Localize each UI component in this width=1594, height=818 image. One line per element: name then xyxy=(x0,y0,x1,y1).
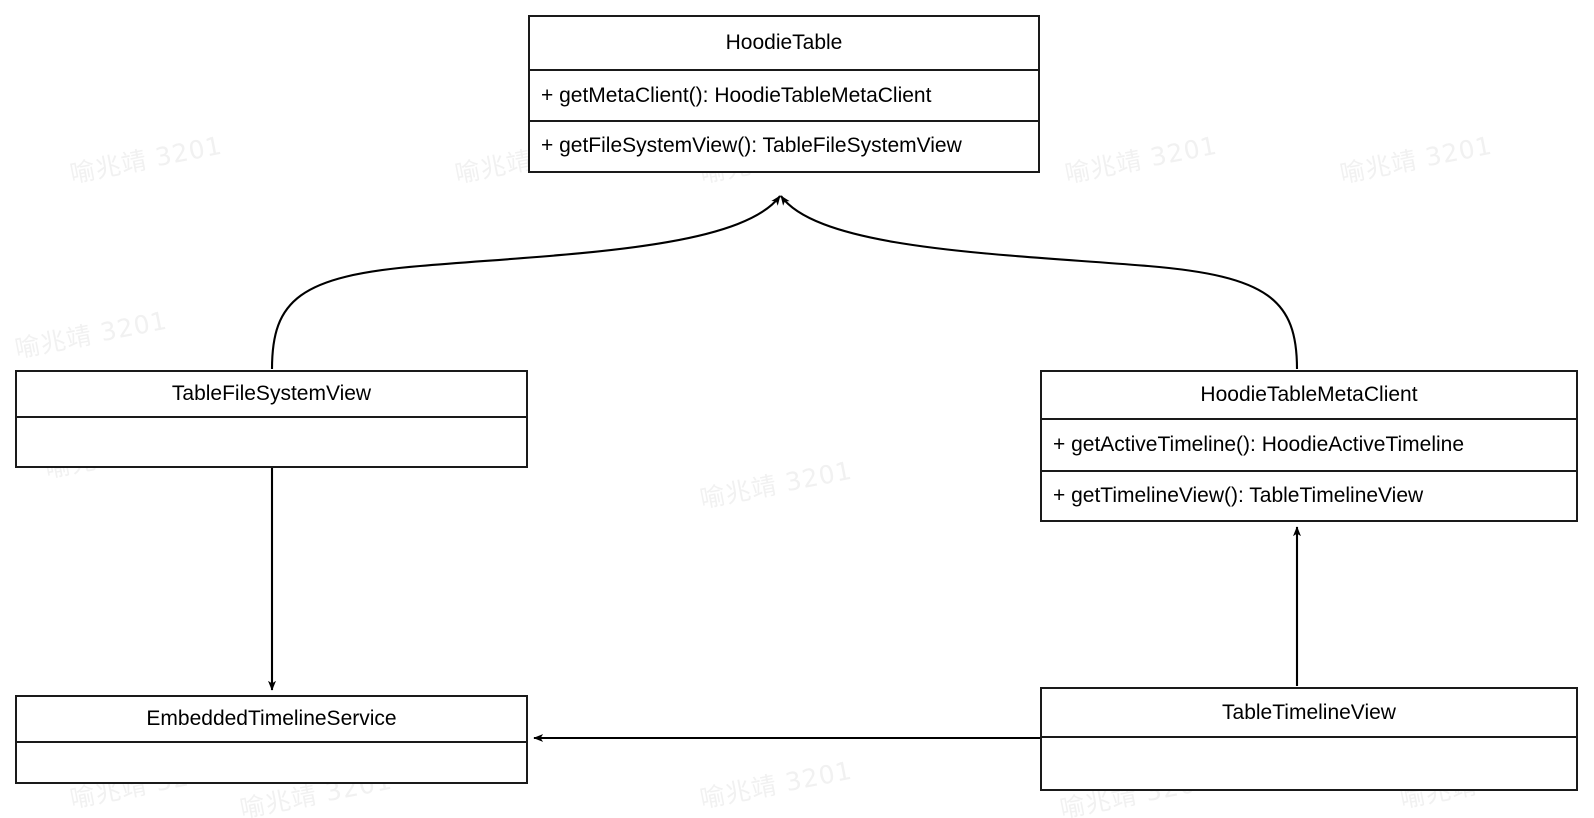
relation-fsview-to-hoodietable xyxy=(270,195,781,370)
class-member: + getActiveTimeline(): HoodieActiveTimel… xyxy=(1053,433,1465,456)
class-empty-compartment xyxy=(17,418,526,466)
class-name-embedded-timeline-service: EmbeddedTimelineService xyxy=(17,697,526,743)
relation-metaclient-to-hoodietable xyxy=(780,195,1299,370)
uml-class-hoodie-table-meta-client[interactable]: HoodieTableMetaClient + getActiveTimelin… xyxy=(1040,370,1578,522)
uml-class-table-timeline-view[interactable]: TableTimelineView xyxy=(1040,687,1578,791)
class-name-hoodie-table-meta-client: HoodieTableMetaClient xyxy=(1042,372,1576,420)
watermark-text: 喻兆靖 3201 xyxy=(1062,130,1220,189)
class-member: + getMetaClient(): HoodieTableMetaClient xyxy=(541,83,932,107)
class-member: + getFileSystemView(): TableFileSystemVi… xyxy=(530,120,1038,169)
class-body-embedded-timeline-service xyxy=(17,743,526,782)
watermark-text: 喻兆靖 3201 xyxy=(697,755,855,814)
uml-class-table-filesystem-view[interactable]: TableFileSystemView xyxy=(15,370,528,468)
class-body-table-filesystem-view xyxy=(17,418,526,466)
class-name-hoodie-table: HoodieTable xyxy=(530,17,1038,71)
watermark-text: 喻兆靖 3201 xyxy=(697,455,855,514)
class-body-hoodie-table: + getMetaClient(): HoodieTableMetaClient… xyxy=(530,71,1038,169)
class-body-table-timeline-view xyxy=(1042,738,1576,789)
class-name-table-timeline-view: TableTimelineView xyxy=(1042,689,1576,738)
uml-class-embedded-timeline-service[interactable]: EmbeddedTimelineService xyxy=(15,695,528,784)
watermark-text: 喻兆靖 3201 xyxy=(12,305,170,364)
class-empty-compartment xyxy=(17,743,526,782)
class-empty-compartment xyxy=(1042,738,1576,789)
class-member: + getTimelineView(): TableTimelineView xyxy=(1042,470,1576,520)
watermark-text: 喻兆靖 3201 xyxy=(67,130,225,189)
uml-class-hoodie-table[interactable]: HoodieTable + getMetaClient(): HoodieTab… xyxy=(528,15,1040,173)
watermark-text: 喻兆靖 3201 xyxy=(1337,130,1495,189)
class-body-hoodie-table-meta-client: + getActiveTimeline(): HoodieActiveTimel… xyxy=(1042,420,1576,520)
class-name-table-filesystem-view: TableFileSystemView xyxy=(17,372,526,418)
